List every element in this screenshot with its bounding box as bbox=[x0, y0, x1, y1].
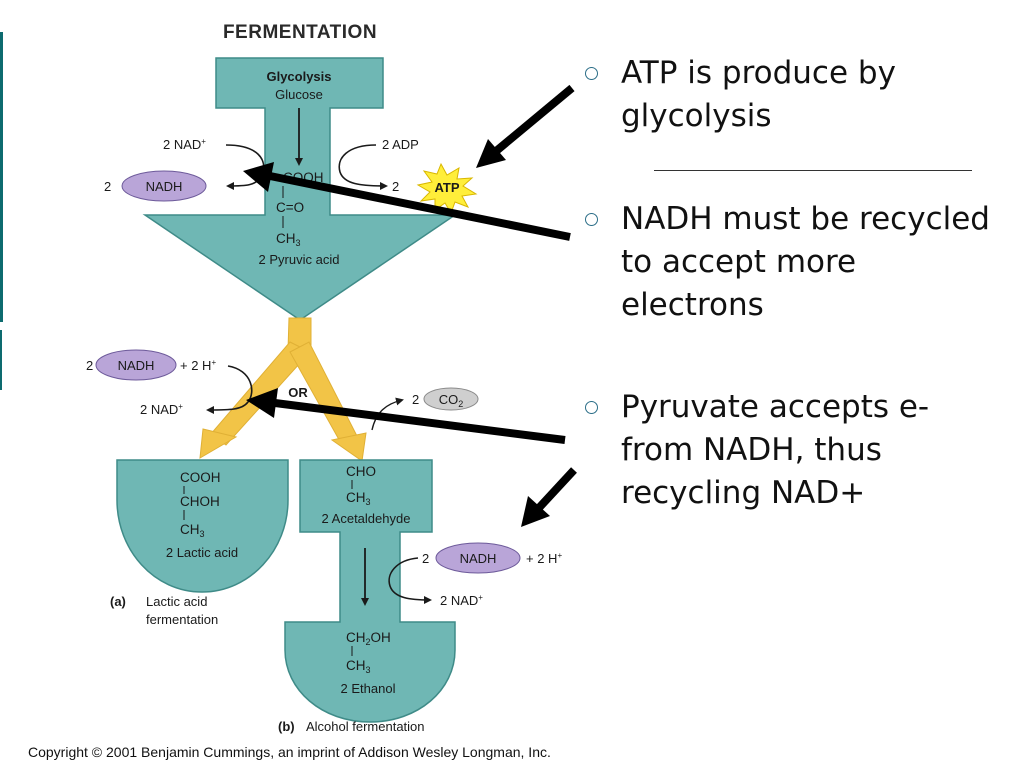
bullet-marker-icon bbox=[585, 67, 598, 80]
atp-label: ATP bbox=[434, 180, 459, 195]
acetaldehyde-label: 2 Acetaldehyde bbox=[322, 511, 411, 526]
bullet-marker-icon bbox=[585, 401, 598, 414]
alcohol-nadh-label: NADH bbox=[460, 551, 497, 566]
acetaldehyde-cho: CHO bbox=[346, 464, 376, 479]
lactate-choh: CHOH bbox=[180, 494, 220, 509]
or-label: OR bbox=[288, 385, 308, 400]
pyruvate-ch3: CH3 bbox=[276, 231, 301, 248]
atp-pointer-arrow bbox=[492, 84, 575, 156]
junction-nad-label: 2 NAD+ bbox=[140, 402, 183, 417]
lactic-caption-line1: Lactic acid bbox=[146, 594, 207, 609]
adp-phosphorylation-arrow bbox=[338, 144, 388, 190]
slide-sidebar-accent-lower bbox=[0, 330, 2, 390]
pyruvate-fork-arrow bbox=[199, 317, 367, 462]
co2-label: CO2 bbox=[439, 392, 464, 409]
junction-h-plus: + 2 H+ bbox=[180, 358, 216, 373]
pyruvate-carbonyl: C=O bbox=[276, 200, 304, 215]
alcohol-caption-text: Alcohol fermentation bbox=[306, 719, 425, 734]
glycolysis-nadh-badge bbox=[121, 170, 207, 202]
atp-pointer-arrowhead bbox=[476, 139, 506, 168]
bullet-marker-icon bbox=[585, 213, 598, 226]
glycolysis-label: Glycolysis bbox=[266, 69, 331, 84]
bullet-item-atp: ATP is produce by glycolysis bbox=[585, 52, 1005, 138]
nadh-pointer-arrow bbox=[269, 172, 571, 241]
nadh-oxidation-arrow bbox=[206, 365, 253, 414]
lactic-caption-line2: fermentation bbox=[146, 612, 218, 627]
alcohol-nadh-coef: 2 bbox=[422, 551, 429, 566]
ethanol-ch2oh: CH2OH bbox=[346, 630, 391, 647]
ethanol-ch3: CH3 bbox=[346, 658, 371, 675]
alcohol-nadh-pointer-arrow bbox=[534, 467, 577, 513]
alcohol-nadh-pointer-arrowhead bbox=[521, 496, 550, 527]
diagram-title: FERMENTATION bbox=[223, 22, 377, 43]
ethanol-label: 2 Ethanol bbox=[341, 681, 396, 696]
co2-badge bbox=[423, 387, 479, 411]
glycolysis-funnel bbox=[142, 57, 458, 321]
glucose-label: Glucose bbox=[275, 87, 323, 102]
pyruvic-acid-label: 2 Pyruvic acid bbox=[259, 252, 340, 267]
glycolysis-nadh-label: NADH bbox=[146, 179, 183, 194]
lactic-acid-bowl bbox=[116, 459, 289, 593]
alcohol-nad-label: 2 NAD+ bbox=[440, 593, 483, 608]
alcohol-caption-letter: (b) bbox=[278, 719, 295, 734]
pyruvate-pointer-arrowhead bbox=[246, 388, 278, 418]
glycolysis-adp-label: 2 ADP bbox=[382, 137, 419, 152]
alcohol-h-plus: + 2 H+ bbox=[526, 551, 562, 566]
bullet-separator-line bbox=[654, 170, 972, 171]
junction-nadh-label: NADH bbox=[118, 358, 155, 373]
lactic-caption-letter: (a) bbox=[110, 594, 126, 609]
co2-coef: 2 bbox=[412, 392, 419, 407]
glycolysis-nadh-coef: 2 bbox=[104, 179, 111, 194]
bullet-text: NADH must be recycled to accept more ele… bbox=[621, 201, 990, 323]
glycolysis-nad-label: 2 NAD+ bbox=[163, 137, 206, 152]
slide-sidebar-accent bbox=[0, 32, 3, 322]
bullet-text: Pyruvate accepts e- from NADH, thus recy… bbox=[621, 389, 930, 511]
lactate-ch3: CH3 bbox=[180, 522, 205, 539]
lactic-acid-label: 2 Lactic acid bbox=[166, 545, 238, 560]
junction-nadh-badge bbox=[95, 349, 177, 381]
nadh-pointer-arrowhead bbox=[243, 162, 274, 192]
co2-release-arrow bbox=[371, 397, 404, 431]
junction-nadh-coef: 2 bbox=[86, 358, 93, 373]
lactate-cooh: COOH bbox=[180, 470, 221, 485]
alcohol-nadh-badge bbox=[435, 542, 521, 574]
alcohol-nadh-oxidation-arrow bbox=[388, 557, 432, 604]
alcohol-fermentation-shape bbox=[284, 459, 456, 723]
pyruvate-pointer-arrow bbox=[274, 399, 566, 444]
copyright-notice: Copyright © 2001 Benjamin Cummings, an i… bbox=[28, 744, 551, 760]
bullet-item-nadh: NADH must be recycled to accept more ele… bbox=[585, 198, 1005, 327]
acetaldehyde-ch3: CH3 bbox=[346, 490, 371, 507]
atp-coef: 2 bbox=[392, 179, 399, 194]
bullet-text: ATP is produce by glycolysis bbox=[621, 55, 896, 134]
bullet-item-pyruvate: Pyruvate accepts e- from NADH, thus recy… bbox=[585, 386, 1005, 515]
